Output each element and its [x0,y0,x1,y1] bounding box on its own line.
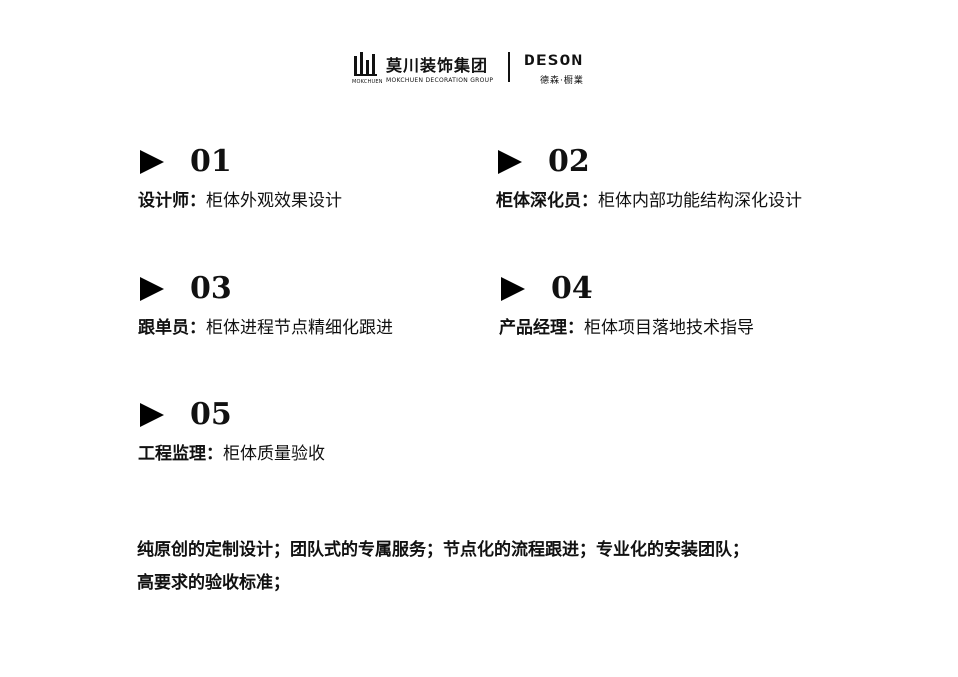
role-label: 跟单员： [138,318,206,338]
brand-logo: DESON [524,52,584,69]
role-text: 柜体内部功能结构深化设计 [598,191,802,211]
play-arrow-icon [140,150,164,174]
role-item-02: 02 柜体深化员：柜体内部功能结构深化设计 [496,144,802,211]
role-text: 柜体进程节点精细化跟进 [206,318,393,338]
role-number: 05 [190,397,232,432]
summary-line-1: 纯原创的定制设计；团队式的专属服务；节点化的流程跟进；专业化的安装团队； [137,540,749,560]
service-summary: 纯原创的定制设计；团队式的专属服务；节点化的流程跟进；专业化的安装团队； 高要求… [137,534,837,600]
role-item-05: 05 工程监理：柜体质量验收 [138,397,325,464]
play-arrow-icon [140,277,164,301]
brand-cn-name: 德森·橱業 [540,76,584,86]
role-description: 工程监理：柜体质量验收 [138,439,325,464]
header: 莫川装饰集团 MOKCHUEN MOKCHUEN DECORATION GROU… [0,46,958,90]
role-number: 03 [190,271,232,306]
role-label: 柜体深化员： [496,191,598,211]
role-description: 柜体深化员：柜体内部功能结构深化设计 [496,186,802,211]
role-label: 设计师： [138,191,206,211]
role-number: 04 [551,271,593,306]
role-number: 01 [190,144,232,179]
role-label: 产品经理： [499,318,584,338]
role-text: 柜体外观效果设计 [206,191,342,211]
role-text: 柜体质量验收 [223,444,325,464]
play-arrow-icon [140,403,164,427]
role-text: 柜体项目落地技术指导 [584,318,754,338]
role-item-04: 04 产品经理：柜体项目落地技术指导 [499,271,754,338]
role-description: 跟单员：柜体进程节点精细化跟进 [138,313,393,338]
role-description: 产品经理：柜体项目落地技术指导 [499,313,754,338]
role-item-01: 01 设计师：柜体外观效果设计 [138,144,342,211]
role-label: 工程监理： [138,444,223,464]
company-en-short: MOKCHUEN [352,79,383,85]
company-logo-icon [354,52,377,76]
summary-line-2: 高要求的验收标准； [137,573,290,593]
company-en-name: MOKCHUEN DECORATION GROUP [386,77,494,84]
play-arrow-icon [498,150,522,174]
role-description: 设计师：柜体外观效果设计 [138,186,342,211]
company-name: 莫川装饰集团 [386,56,489,75]
role-number: 02 [548,144,590,179]
role-item-03: 03 跟单员：柜体进程节点精细化跟进 [138,271,393,338]
logo-divider [508,52,510,82]
play-arrow-icon [501,277,525,301]
